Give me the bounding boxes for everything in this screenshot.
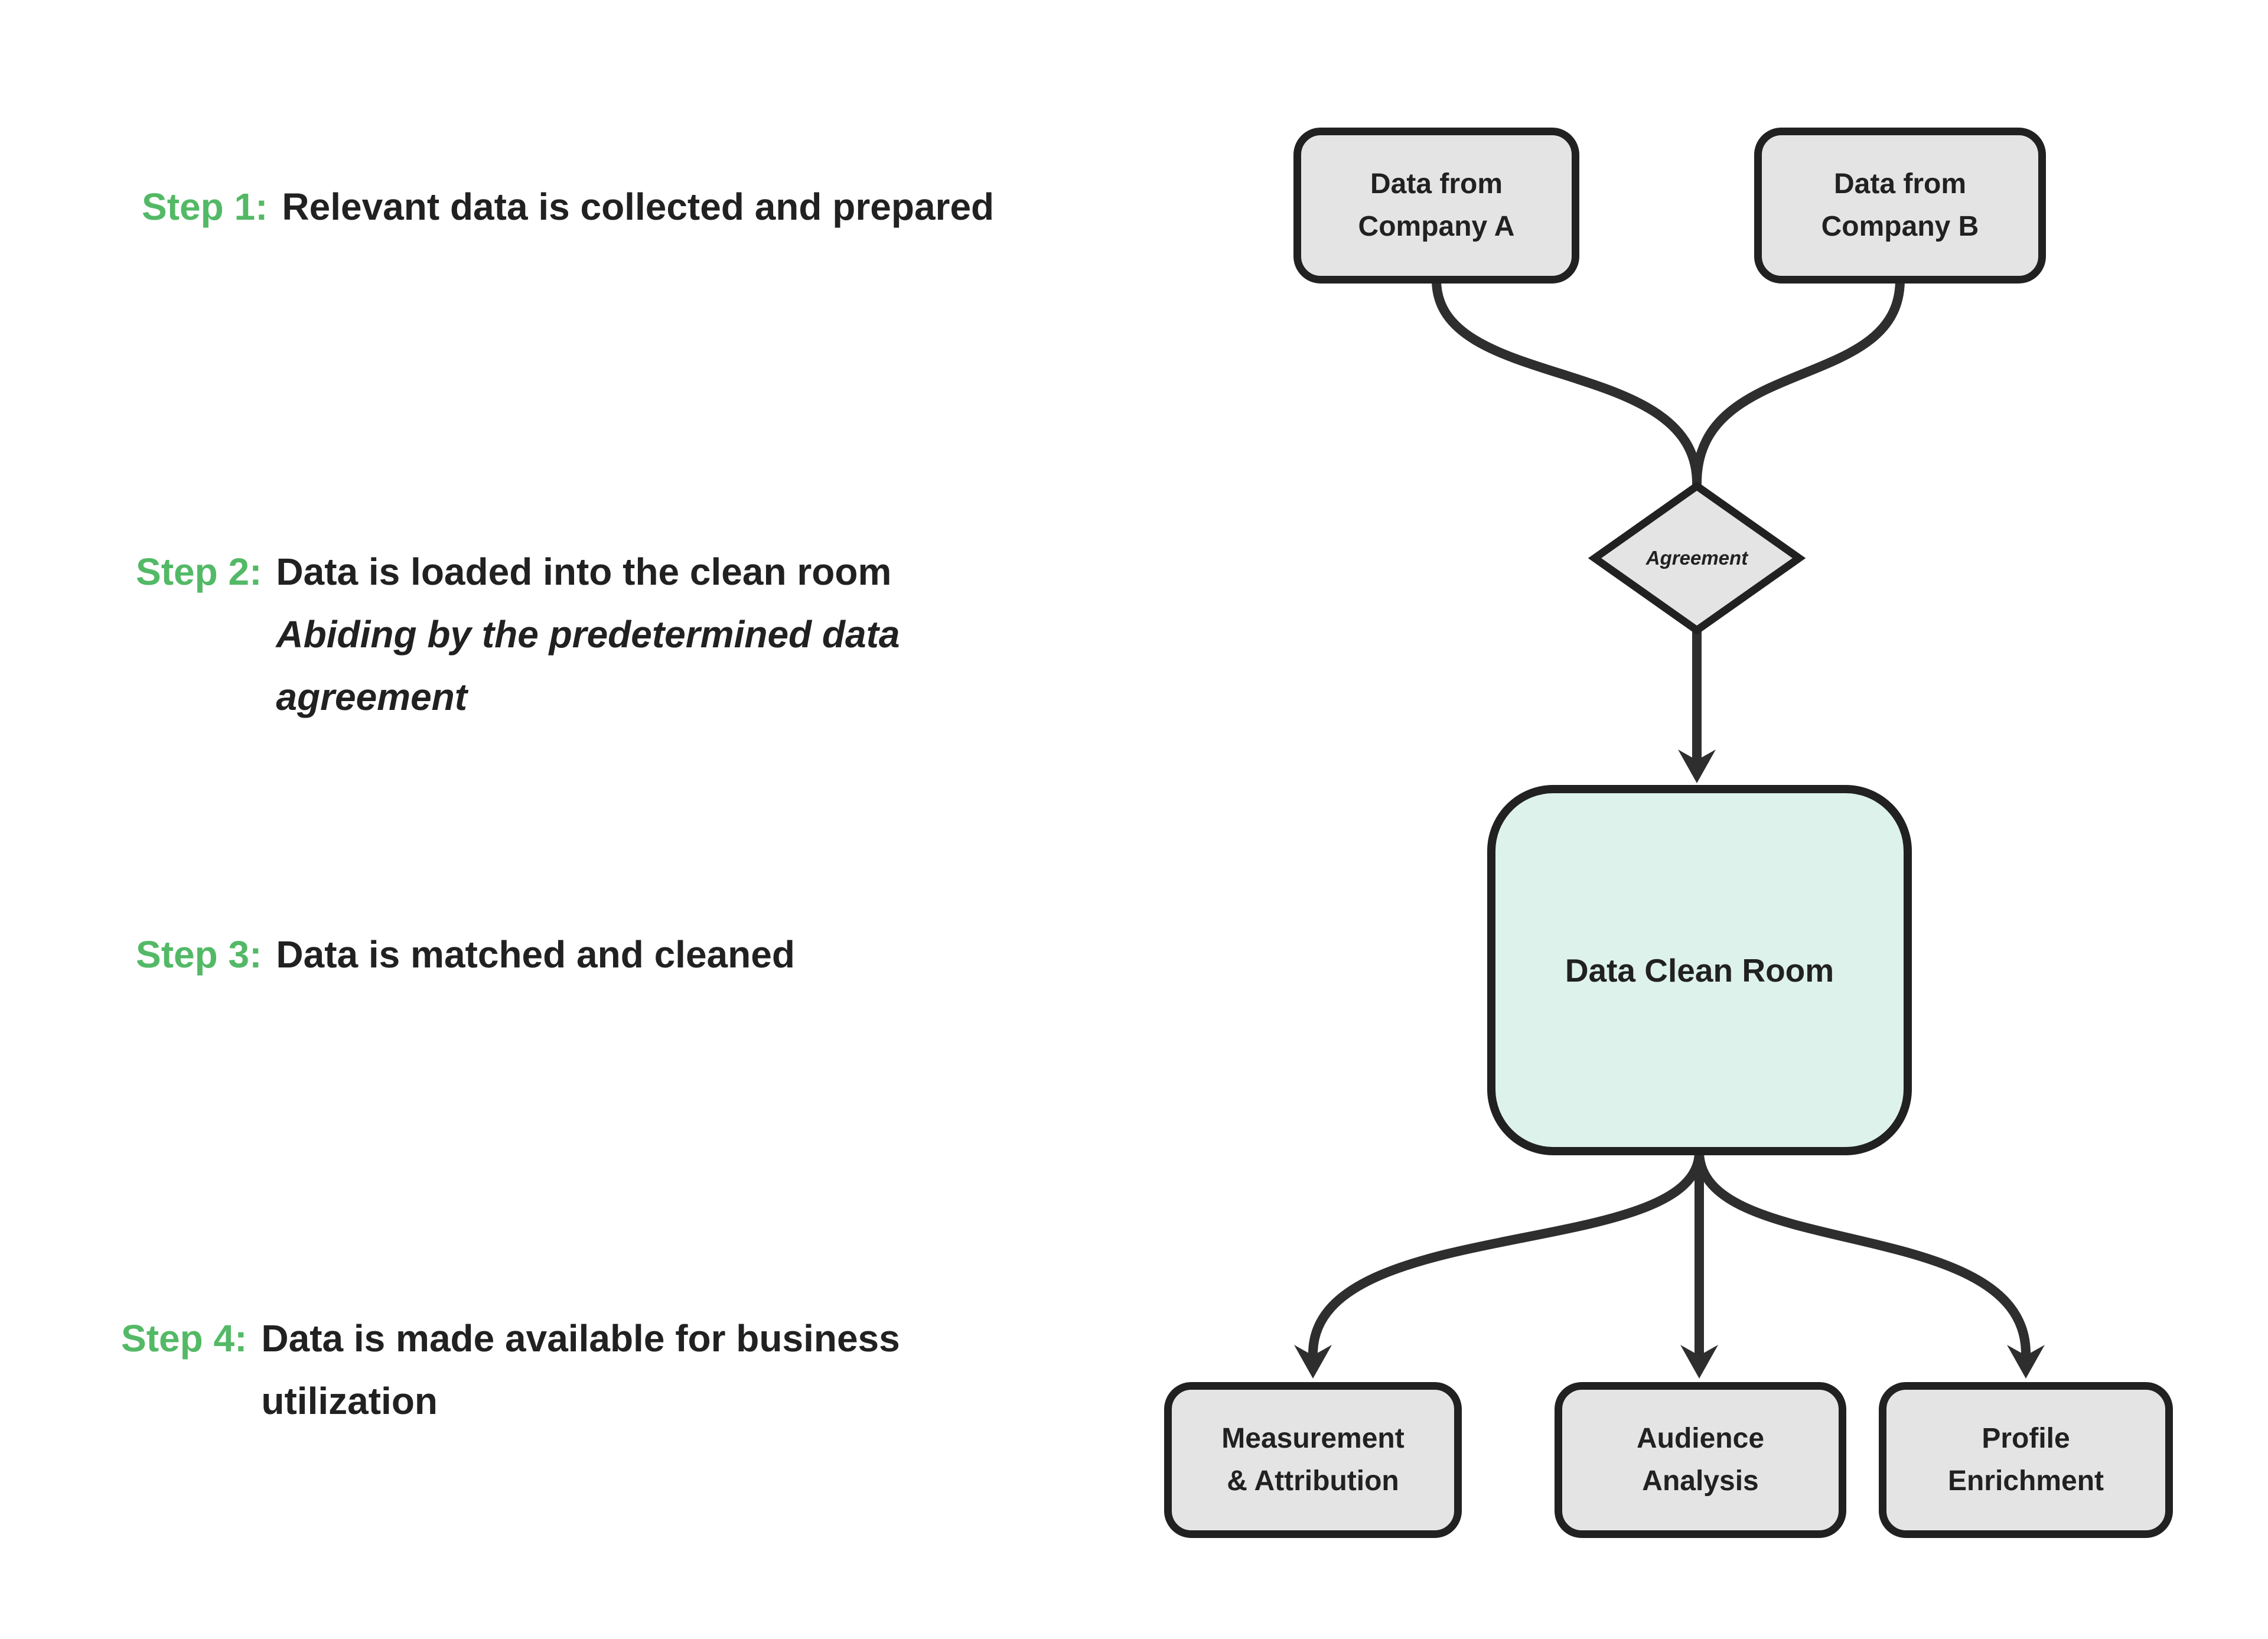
step-2-note-line-1: Abiding by the predetermined data xyxy=(276,613,900,656)
step-1-label: Step 1: xyxy=(142,185,268,228)
step-3-label: Step 3: xyxy=(136,933,262,976)
node-audience-analysis: Audience Analysis xyxy=(1555,1382,1846,1538)
data-clean-room-label: Data Clean Room xyxy=(1565,952,1834,989)
step-2-label: Step 2: xyxy=(136,550,262,593)
node-audience-line-2: Analysis xyxy=(1642,1465,1759,1497)
step-1-row: Step 1: Relevant data is collected and p… xyxy=(142,175,994,238)
node-audience-line-1: Audience xyxy=(1636,1423,1765,1454)
step-2-row: Step 2: Data is loaded into the clean ro… xyxy=(136,540,900,728)
step-3-text: Data is matched and cleaned xyxy=(276,933,795,976)
connector-company-a-to-agreement xyxy=(1432,275,1702,488)
step-4-text-line-2: utilization xyxy=(261,1380,438,1422)
node-measurement-line-1: Measurement xyxy=(1221,1423,1405,1454)
node-data-clean-room: Data Clean Room xyxy=(1487,785,1912,1155)
node-measurement-line-2: & Attribution xyxy=(1227,1465,1399,1497)
node-company-b-line-2: Company B xyxy=(1821,211,1979,242)
connector-cleanroom-to-measurement xyxy=(1308,1148,1704,1358)
node-measurement-attribution: Measurement & Attribution xyxy=(1164,1382,1462,1538)
step-2-note-line-2: agreement xyxy=(276,676,468,718)
step-4-text-line-1: Data is made available for business xyxy=(261,1317,900,1360)
node-company-b-line-1: Data from xyxy=(1833,168,1967,200)
node-company-a-line-2: Company A xyxy=(1358,211,1515,242)
arrowhead-cleanroom xyxy=(1678,750,1716,783)
step-4-row: Step 4: Data is made available for busin… xyxy=(121,1307,900,1432)
step-2-text: Data is loaded into the clean room xyxy=(276,550,892,593)
arrowhead-measurement xyxy=(1294,1345,1332,1379)
agreement-diamond-label: Agreement xyxy=(1645,547,1748,569)
arrowhead-audience xyxy=(1680,1345,1718,1379)
node-profile-line-1: Profile xyxy=(1982,1423,2070,1454)
node-data-from-company-a: Data from Company A xyxy=(1293,128,1579,284)
step-3-row: Step 3: Data is matched and cleaned xyxy=(136,923,795,986)
agreement-diamond-shape xyxy=(1588,481,1806,635)
connector-cleanroom-to-profile xyxy=(1695,1148,2031,1358)
connector-company-b-to-agreement xyxy=(1692,275,1905,488)
node-profile-enrichment: Profile Enrichment xyxy=(1879,1382,2173,1538)
node-profile-line-2: Enrichment xyxy=(1947,1465,2104,1497)
step-1-text: Relevant data is collected and prepared xyxy=(282,185,995,228)
node-data-from-company-b: Data from Company B xyxy=(1754,128,2046,284)
arrowhead-profile xyxy=(2007,1345,2045,1379)
node-company-a-line-1: Data from xyxy=(1370,168,1503,200)
step-4-label: Step 4: xyxy=(121,1317,247,1360)
